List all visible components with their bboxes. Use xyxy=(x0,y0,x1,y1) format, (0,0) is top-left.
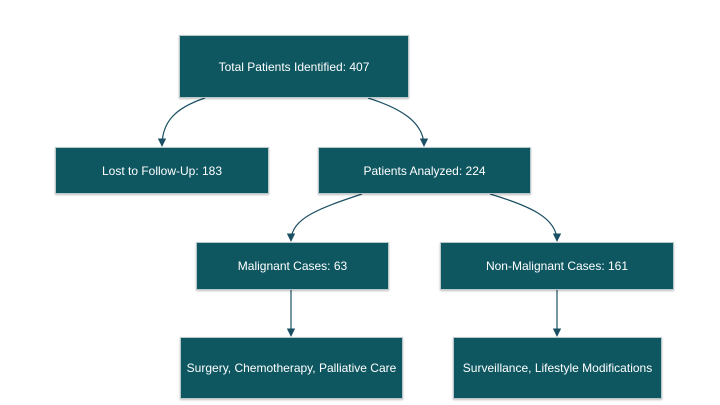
node-non-malignant-cases: Non-Malignant Cases: 161 xyxy=(440,242,674,290)
node-lost-to-follow-up-label: Lost to Follow-Up: 183 xyxy=(101,163,223,178)
connector-analyzed-to-malignant xyxy=(286,193,363,242)
node-malignant-treatment: Surgery, Chemotherapy, Palliative Care xyxy=(180,337,403,399)
node-non-malignant-treatment-label: Surveillance, Lifestyle Modifications xyxy=(462,361,653,375)
connector-analyzed-to-non-malignant xyxy=(489,193,562,242)
node-non-malignant-cases-label: Non-Malignant Cases: 161 xyxy=(485,259,629,273)
node-total-patients-label: Total Patients Identified: 407 xyxy=(218,59,370,74)
node-patients-analyzed: Patients Analyzed: 224 xyxy=(318,147,531,194)
node-patients-analyzed-label: Patients Analyzed: 224 xyxy=(363,163,486,178)
node-lost-to-follow-up: Lost to Follow-Up: 183 xyxy=(55,147,269,194)
connector-total-to-lost xyxy=(157,97,206,147)
node-malignant-cases-label: Malignant Cases: 63 xyxy=(237,259,348,273)
node-non-malignant-treatment: Surveillance, Lifestyle Modifications xyxy=(453,337,662,399)
node-malignant-treatment-label: Surgery, Chemotherapy, Palliative Care xyxy=(186,361,397,375)
node-malignant-cases: Malignant Cases: 63 xyxy=(196,242,389,290)
node-total-patients: Total Patients Identified: 407 xyxy=(179,35,409,98)
connector-total-to-analyzed xyxy=(367,97,429,147)
